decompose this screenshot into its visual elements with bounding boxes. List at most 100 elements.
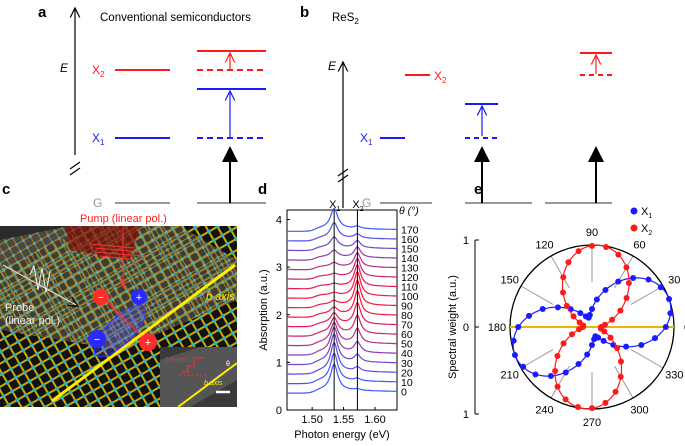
y-tick-label: 0	[463, 322, 469, 334]
angle-tick-label: 270	[583, 417, 601, 429]
ground-level-label: G	[93, 196, 102, 210]
plus-glyph: +	[145, 337, 151, 349]
spectrum-curve	[287, 236, 397, 252]
data-point-x1	[615, 278, 622, 285]
data-point-x2	[617, 307, 624, 314]
data-point-x2	[554, 383, 561, 390]
data-point-x2	[601, 321, 608, 328]
spectrum-curve	[287, 257, 397, 280]
afm-inset: 5.6 nm b axis θ	[160, 347, 238, 408]
data-point-x1	[657, 284, 664, 291]
data-point-x2	[570, 313, 577, 320]
data-point-x2	[612, 388, 619, 395]
theta-label: 130	[401, 263, 419, 275]
data-point-x2	[565, 259, 572, 266]
spectrum-curve	[287, 270, 397, 299]
data-point-x1	[511, 352, 518, 359]
spectrum-curve	[287, 301, 398, 328]
exciton-ellipse	[93, 304, 147, 358]
panel-c: c Pump (linear pol.) Probe (linear pol.)…	[0, 181, 238, 408]
data-point-x2	[609, 316, 616, 323]
panel-label-b: b	[300, 4, 309, 21]
spectrum-curve	[286, 207, 398, 232]
pump-beam	[65, 226, 140, 260]
legend-subscript: 2	[648, 230, 652, 237]
data-point-x1	[595, 334, 602, 341]
data-point-x1	[666, 295, 673, 302]
height-profile	[182, 357, 204, 373]
data-point-x2	[589, 405, 595, 412]
plot-frame	[286, 209, 398, 411]
angle-tick-label: 120	[535, 240, 553, 252]
theta-label: 100	[401, 291, 419, 303]
pump-label: Pump (linear pol.)	[80, 213, 167, 225]
data-point-x1	[662, 324, 669, 330]
data-point-x1	[638, 341, 645, 348]
data-point-x2	[615, 251, 622, 258]
legend-text: X	[641, 206, 649, 218]
panel-a: a Conventional semiconductors E X2 X1 G	[38, 4, 266, 210]
data-point-x1	[532, 371, 539, 378]
data-point-x1	[667, 310, 674, 317]
legend-marker	[630, 207, 638, 215]
panel-b: b ReS2 E X2 X1 G	[300, 4, 612, 210]
data-point-x2	[597, 325, 604, 332]
hole-icon	[131, 289, 147, 305]
legend-subscript: 1	[648, 213, 652, 220]
theta-label: 20	[401, 367, 413, 379]
data-point-x2	[603, 244, 610, 251]
angle-gridline	[520, 349, 554, 369]
marker-subscript: 2	[360, 206, 364, 213]
marker-subscript: 1	[336, 206, 340, 213]
data-point-x2	[574, 403, 581, 410]
data-point-x1	[520, 363, 527, 370]
spectrum-curve	[287, 326, 397, 356]
theta-label: 40	[401, 348, 413, 360]
data-point-x1	[526, 312, 533, 319]
theta-label: 90	[401, 301, 413, 313]
data-point-x1	[515, 324, 522, 330]
x-tick-label: 1.60	[364, 414, 385, 426]
panel-label-c: c	[2, 181, 10, 198]
angle-tick-label: 180	[488, 322, 506, 334]
ground-level-label: G	[362, 196, 371, 210]
y-tick-label: 1	[463, 235, 469, 247]
spectrum-curve	[287, 222, 397, 242]
x-axis-label: Photon energy (eV)	[294, 429, 389, 441]
inset-b-axis-label: b axis	[204, 380, 223, 387]
hole-icon-2	[139, 333, 157, 351]
angle-gridline	[520, 285, 554, 305]
minus-glyph: −	[94, 334, 100, 346]
data-point-x2	[563, 302, 570, 309]
x-tick-label: 1.50	[301, 414, 322, 426]
theta-label: 170	[401, 224, 419, 236]
panel-label-a: a	[38, 4, 47, 21]
data-point-x1	[577, 310, 584, 317]
minus-glyph: −	[98, 292, 104, 304]
data-point-x2	[560, 274, 567, 281]
y-axis-label: Absorption (a.u.)	[258, 269, 270, 350]
data-point-x2	[607, 334, 614, 341]
probe-label-2: (linear pol.)	[5, 315, 60, 327]
theta-label: 50	[401, 339, 413, 351]
panel-label-d: d	[258, 181, 267, 198]
spectrum-curve	[287, 321, 397, 347]
exciton-marker-label: X2	[352, 199, 363, 213]
theta-label: 0	[401, 386, 407, 398]
spectrum-curve	[287, 352, 397, 385]
data-point-x1	[575, 360, 582, 367]
probe-arrow	[2, 264, 78, 306]
exciton-marker-label: X1	[329, 199, 340, 213]
legend-marker	[630, 224, 638, 232]
panel-a-title: Conventional semiconductors	[100, 12, 251, 24]
data-point-x2	[562, 396, 569, 403]
data-point-x1	[600, 337, 607, 344]
data-point-x1	[547, 372, 554, 379]
data-point-x1	[562, 369, 569, 376]
data-point-x2	[568, 331, 575, 338]
data-point-x2	[554, 352, 561, 359]
axis-break-icon	[337, 168, 349, 183]
data-point-x1	[623, 343, 630, 350]
angle-gridline	[550, 255, 570, 289]
